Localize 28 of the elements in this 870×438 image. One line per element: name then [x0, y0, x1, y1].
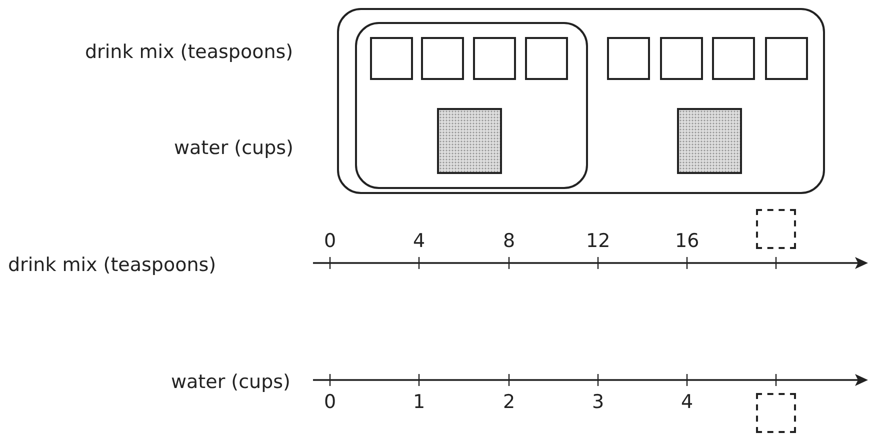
row-label: drink mix (teaspoons)	[85, 41, 294, 63]
shaded-square	[677, 108, 742, 174]
row-label: water (cups)	[174, 137, 294, 159]
unit-square	[607, 37, 650, 80]
tape-diagram-outline	[355, 22, 588, 189]
unit-square	[765, 37, 808, 80]
unit-square	[370, 37, 413, 80]
row-label: drink mix (teaspoons)	[8, 254, 216, 276]
tick-label: 0	[324, 391, 336, 413]
tick-label: 8	[503, 230, 516, 252]
tick-label: 4	[681, 391, 694, 413]
tick-label: 2	[503, 391, 516, 413]
shaded-square	[437, 108, 502, 174]
unit-square	[712, 37, 755, 80]
tick-label: 4	[413, 230, 426, 252]
tick-label: 16	[675, 230, 700, 252]
unit-square	[421, 37, 464, 80]
unit-square	[660, 37, 703, 80]
row-label: water (cups)	[171, 371, 290, 393]
tick-label: 3	[592, 391, 604, 413]
unit-square	[473, 37, 516, 80]
tick-label: 12	[586, 230, 610, 252]
unit-square	[525, 37, 568, 80]
tick-label: 1	[413, 391, 426, 413]
answer-box	[756, 209, 796, 249]
tick-label: 0	[324, 230, 336, 252]
tape-diagram-outline	[337, 8, 825, 194]
answer-box	[756, 393, 796, 433]
